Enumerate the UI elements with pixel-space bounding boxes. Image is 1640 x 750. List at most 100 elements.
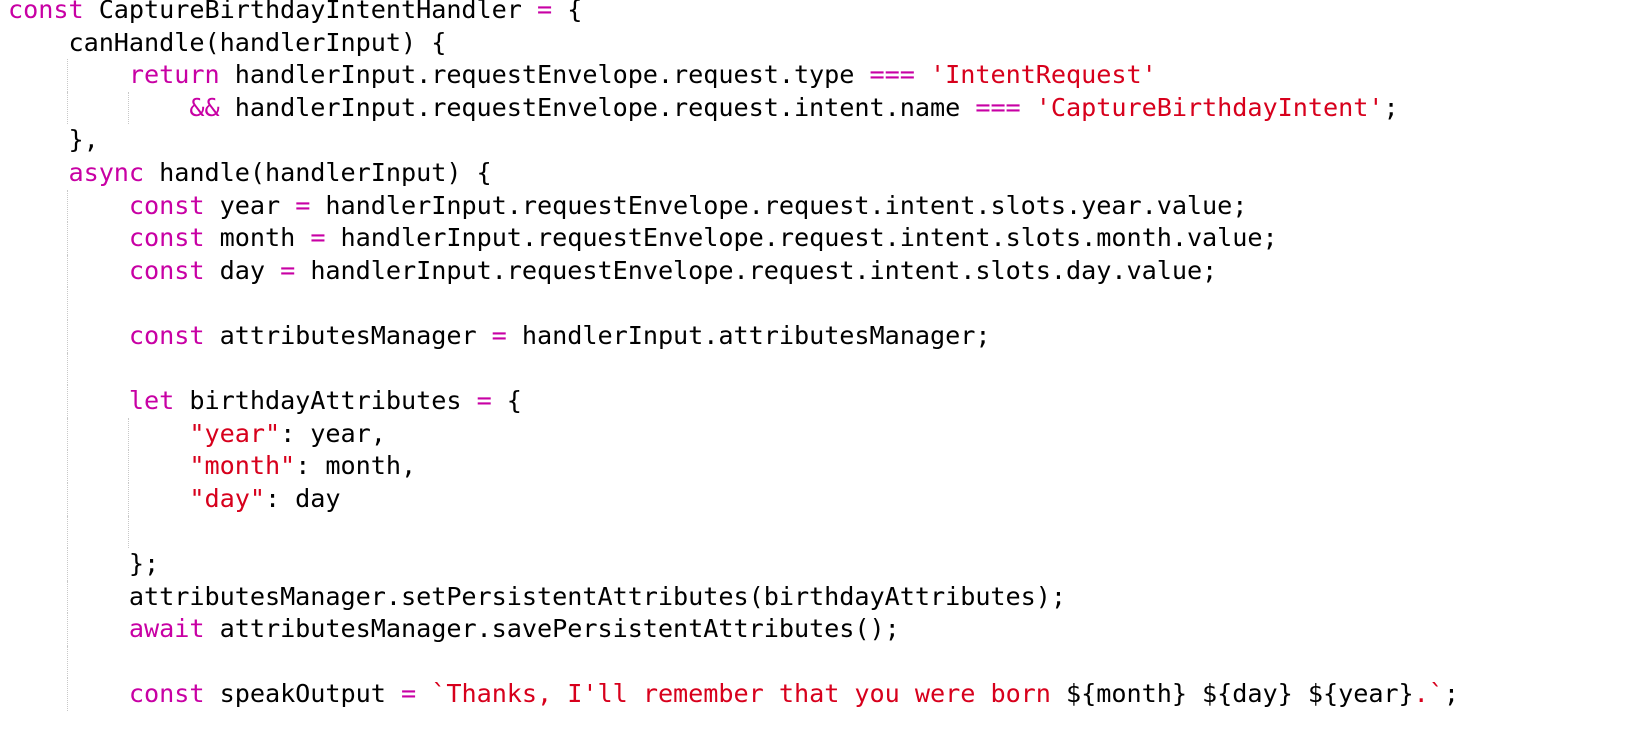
indentation	[8, 549, 129, 578]
indentation	[8, 354, 129, 383]
operator-token: =	[400, 679, 417, 709]
identifier-token	[416, 679, 431, 708]
indentation	[8, 158, 68, 187]
indent-guide	[66, 645, 68, 679]
code-line	[8, 645, 1459, 679]
identifier-token: ;	[1443, 679, 1460, 709]
code-line: const speakOutput = `Thanks, I'll rememb…	[8, 678, 1460, 712]
indentation	[8, 484, 189, 513]
string-token: "year"	[189, 418, 281, 448]
indentation	[8, 517, 189, 546]
identifier-token: attributesManager.savePersistentAttribut…	[204, 614, 900, 644]
operator-token: =	[537, 0, 553, 24]
code-line: "year": year,	[8, 417, 1459, 451]
code-line: const month = handlerInput.requestEnvelo…	[8, 222, 1459, 255]
identifier-token: canHandle(handlerInput) {	[68, 27, 447, 57]
indentation	[8, 28, 68, 57]
keyword-token: const	[8, 0, 84, 24]
keyword-token: const	[128, 223, 205, 253]
identifier-token: ;	[1383, 92, 1399, 122]
identifier-token: handlerInput.requestEnvelope.request.int…	[219, 92, 976, 122]
indent-guide	[66, 287, 68, 320]
identifier-token: {	[491, 386, 522, 416]
code-editor[interactable]: const CaptureBirthdayIntentHandler = { c…	[8, 0, 1460, 712]
identifier-token: attributesManager.setPersistentAttribute…	[128, 581, 1067, 611]
code-line	[8, 515, 1459, 549]
code-line: && handlerInput.requestEnvelope.request.…	[8, 91, 1459, 125]
indent-guide	[66, 222, 68, 255]
indentation	[8, 288, 129, 317]
code-line	[8, 287, 1459, 320]
identifier-token: handlerInput.requestEnvelope.request.typ…	[219, 60, 870, 90]
identifier-token: speakOutput	[204, 679, 401, 709]
indent-guide	[66, 678, 68, 712]
identifier-token: handlerInput.requestEnvelope.request.int…	[325, 223, 1278, 253]
indent-guide	[66, 352, 68, 386]
code-line: const year = handlerInput.requestEnvelop…	[8, 189, 1459, 223]
keyword-token: async	[68, 157, 145, 187]
identifier-token: birthdayAttributes	[174, 386, 477, 416]
indent-guide	[66, 59, 68, 92]
identifier-token: : month,	[295, 451, 417, 481]
indentation	[8, 93, 189, 122]
indent-guide	[66, 319, 68, 353]
indent-guide	[127, 91, 129, 125]
keyword-token: const	[128, 679, 205, 709]
string-token: 'CaptureBirthdayIntent'	[1035, 92, 1384, 122]
operator-token: &&	[189, 92, 220, 122]
indent-guide	[66, 580, 68, 614]
identifier-token: ${month} ${day} ${year}	[1066, 679, 1414, 709]
indentation	[8, 256, 129, 285]
code-line: await attributesManager.savePersistentAt…	[8, 613, 1459, 646]
keyword-token: await	[128, 614, 205, 644]
code-line: };	[8, 548, 1459, 581]
indent-guide	[66, 482, 68, 516]
identifier-token: {	[552, 0, 583, 24]
identifier-token	[1021, 93, 1036, 122]
string-token: `Thanks, I'll remember that you were bor…	[431, 679, 1067, 709]
indent-guide	[127, 417, 129, 451]
code-line: const attributesManager = handlerInput.a…	[8, 319, 1459, 353]
indentation	[8, 321, 129, 350]
code-line: async handle(handlerInput) {	[8, 157, 1459, 190]
indent-guide	[66, 515, 68, 549]
code-line: const day = handlerInput.requestEnvelope…	[8, 254, 1459, 288]
indentation	[8, 647, 129, 676]
indent-guide	[127, 482, 129, 516]
indent-guide	[66, 613, 68, 646]
identifier-token: year	[204, 190, 296, 220]
operator-token: =	[280, 255, 296, 285]
operator-token: ===	[975, 92, 1021, 122]
indentation	[8, 614, 129, 643]
identifier-token: };	[128, 549, 160, 579]
keyword-token: let	[128, 386, 175, 416]
indentation	[8, 223, 129, 252]
operator-token: =	[310, 223, 326, 253]
code-line: },	[8, 124, 1459, 157]
indent-guide	[66, 450, 68, 483]
identifier-token: month	[204, 223, 311, 253]
indentation	[8, 679, 129, 708]
string-token: .`	[1413, 679, 1444, 709]
indentation	[8, 386, 129, 415]
identifier-token: handle(handlerInput) {	[144, 157, 492, 187]
keyword-token: const	[128, 255, 205, 285]
identifier-token: : year,	[280, 418, 386, 448]
string-token: "month"	[189, 451, 296, 481]
operator-token: =	[476, 386, 492, 416]
indentation	[8, 60, 129, 89]
string-token: "day"	[189, 483, 265, 513]
operator-token: ===	[869, 60, 915, 90]
identifier-token: },	[68, 125, 99, 155]
indent-guide	[66, 548, 68, 581]
identifier-token: CaptureBirthdayIntentHandler	[83, 0, 538, 24]
string-token: 'IntentRequest'	[930, 60, 1157, 90]
indent-guide	[66, 189, 68, 223]
indent-guide	[66, 385, 68, 418]
code-line: canHandle(handlerInput) {	[8, 27, 1459, 60]
operator-token: =	[295, 190, 311, 220]
identifier-token: day	[204, 255, 281, 285]
indent-guide	[66, 417, 68, 451]
keyword-token: const	[128, 190, 205, 220]
code-line: "day": day	[8, 482, 1459, 516]
